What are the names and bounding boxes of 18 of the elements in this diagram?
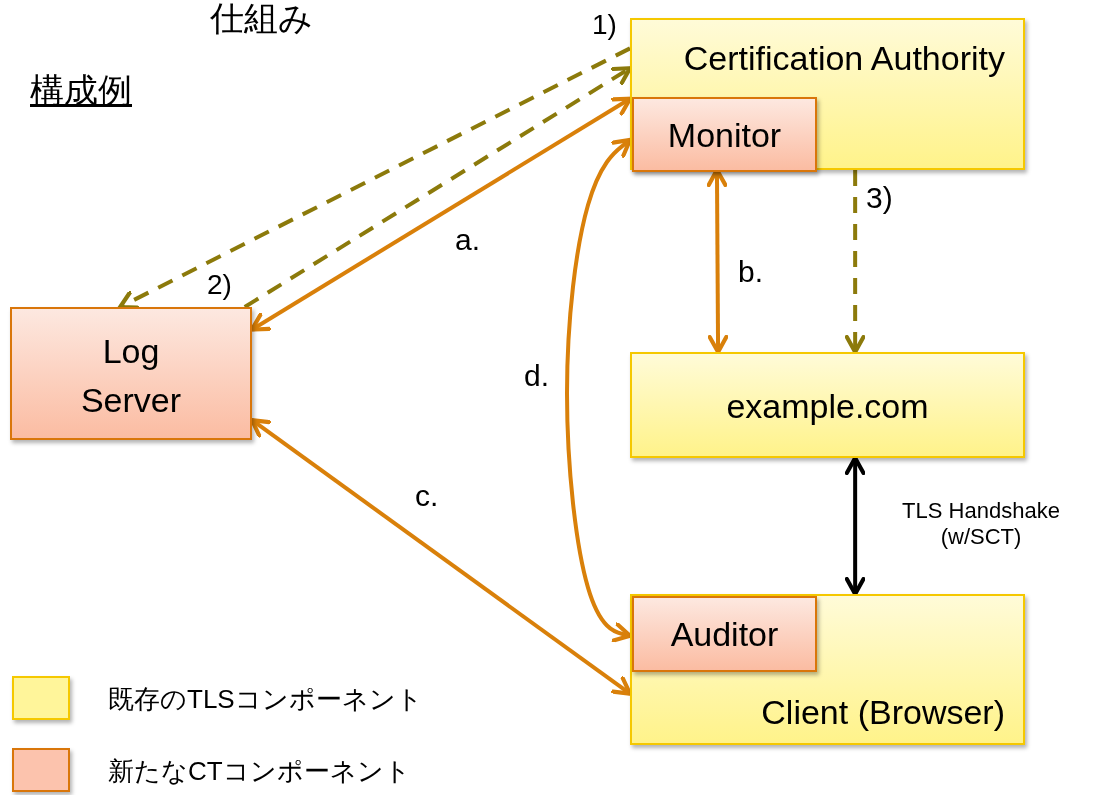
auditor-box (632, 596, 817, 672)
heading: 仕組み (210, 0, 313, 38)
node-label: Auditor (669, 614, 780, 655)
authority-box (630, 18, 1025, 170)
server-box (10, 307, 252, 440)
node-label: Certification Authority (683, 38, 1005, 79)
legend-label: 新たなCTコンポーネント (108, 755, 411, 788)
subheading: 構成例 (30, 72, 132, 110)
node-label: example.com (725, 386, 930, 427)
arrow (844, 170, 866, 355)
node-label: Monitor (666, 115, 783, 156)
node-label: Log Server (79, 331, 183, 422)
node-label: Client (Browser) (761, 691, 1005, 733)
arrow (118, 46, 631, 310)
monitor-box (632, 97, 817, 172)
legend-label: 既存のTLSコンポーネント (108, 683, 423, 716)
client-box (630, 594, 1025, 745)
website-box (630, 352, 1025, 458)
